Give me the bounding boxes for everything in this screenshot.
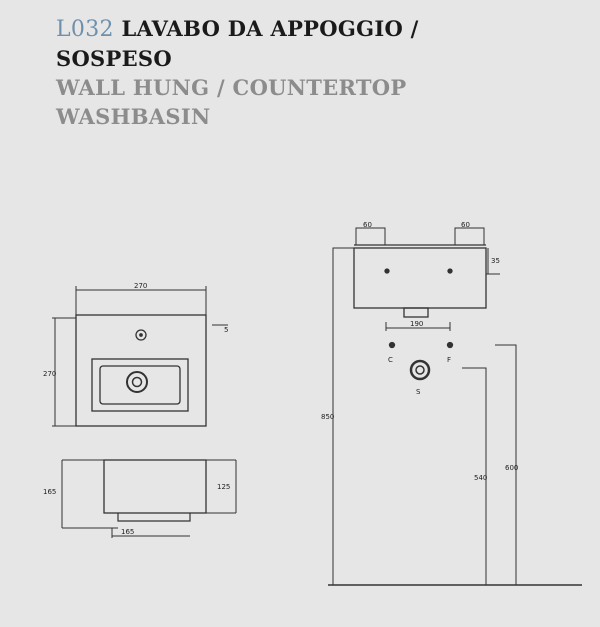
side-view: 60 60 35 190 C F S 850 540 600 xyxy=(321,221,582,586)
drain-pipe xyxy=(403,307,429,318)
waste-outlet-inner xyxy=(415,365,425,375)
top-view-outline xyxy=(75,314,207,427)
hot-inlet xyxy=(446,341,454,349)
side-hole-left xyxy=(384,268,390,274)
height-540-label: 540 xyxy=(474,474,487,482)
title-it-2: SOSPESO xyxy=(56,46,172,71)
title-en-1: WALL HUNG / COUNTERTOP xyxy=(56,75,407,100)
height-540-dim xyxy=(462,367,487,585)
drain-inner xyxy=(131,376,143,388)
drain-outer xyxy=(126,371,148,393)
height-850-label: 850 xyxy=(321,413,334,421)
bracket-right-dim xyxy=(454,227,485,245)
height-850-dim xyxy=(332,247,354,585)
side-height-label: 35 xyxy=(491,257,500,265)
product-title: L032 LAVABO DA APPOGGIO / SOSPESO WALL H… xyxy=(56,14,419,131)
height-600-label: 600 xyxy=(505,464,518,472)
tap-hole-center xyxy=(139,333,143,337)
drain-label: S xyxy=(416,388,421,396)
bracket-left-dim xyxy=(355,227,386,245)
front-right-label: 125 xyxy=(217,483,230,491)
basin-bowl-outer xyxy=(91,358,189,412)
side-basin-outline xyxy=(353,247,487,309)
bracket-right-label: 60 xyxy=(461,221,470,229)
product-code: L032 xyxy=(56,17,114,42)
front-view-outline xyxy=(103,459,207,514)
basin-bowl-inner xyxy=(99,365,181,405)
cold-inlet xyxy=(388,341,396,349)
front-base-label: 165 xyxy=(121,528,134,536)
front-left-label: 165 xyxy=(43,488,56,496)
title-it-1: LAVABO DA APPOGGIO / xyxy=(121,16,419,41)
cold-label: C xyxy=(388,356,393,364)
height-600-dim xyxy=(495,344,517,585)
top-view: 270 270 5 xyxy=(43,282,228,427)
title-line-it-1: L032 LAVABO DA APPOGGIO / xyxy=(56,14,419,44)
top-depth-label: 270 xyxy=(43,370,56,378)
front-view: 165 125 165 xyxy=(43,459,237,538)
hole-label: 5 xyxy=(224,326,228,334)
side-hole-right xyxy=(447,268,453,274)
hot-label: F xyxy=(447,356,451,364)
top-width-label: 270 xyxy=(134,282,147,290)
bracket-left-label: 60 xyxy=(363,221,372,229)
waste-outlet-outer xyxy=(409,359,431,381)
tap-hole xyxy=(135,329,147,341)
title-en-2: WASHBASIN xyxy=(56,104,211,129)
front-base xyxy=(117,513,191,522)
drain-width-label: 190 xyxy=(410,320,423,328)
